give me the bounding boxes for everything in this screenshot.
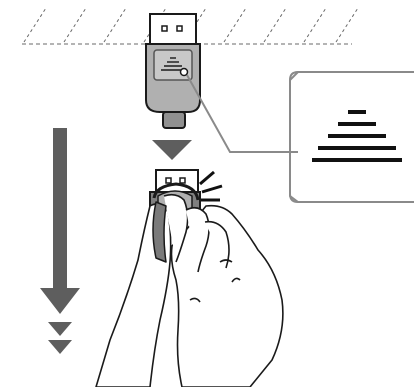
press-emphasis-icon bbox=[199, 170, 223, 202]
pull-down-arrow-icon bbox=[40, 128, 80, 354]
release-symbol-callout bbox=[289, 71, 414, 203]
callout-leader bbox=[179, 67, 298, 153]
step-arrow-icon bbox=[152, 140, 192, 160]
hand-illustration bbox=[95, 182, 284, 387]
displayport-connector bbox=[145, 13, 201, 129]
release-symbol-icon bbox=[312, 110, 402, 162]
